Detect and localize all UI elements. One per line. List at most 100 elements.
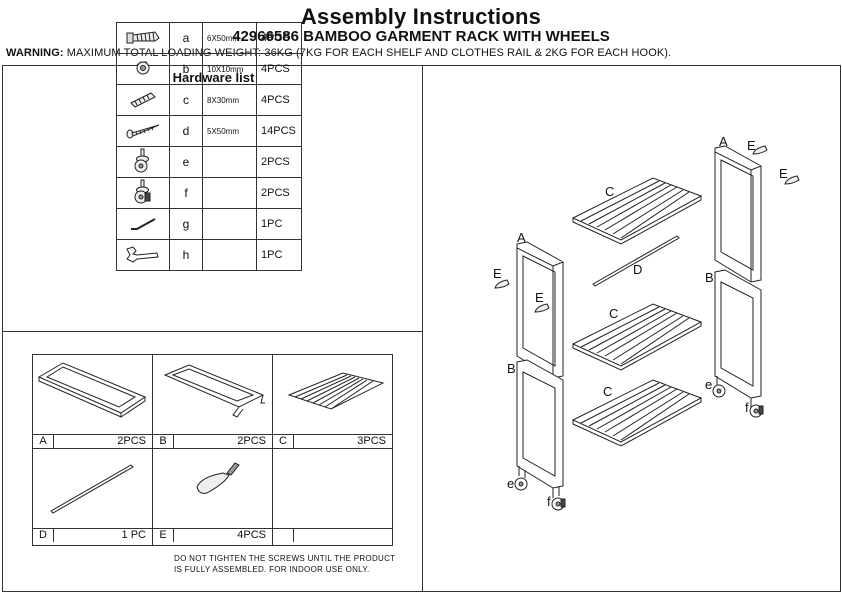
hardware-size	[202, 146, 257, 178]
hardware-qty: 1PC	[256, 239, 302, 271]
hardware-letter: a	[169, 22, 203, 54]
part-label-empty	[272, 528, 393, 546]
frame-a-right	[714, 145, 762, 283]
screw-icon	[116, 22, 170, 54]
part-letter: C	[273, 435, 294, 448]
part-cell-e	[152, 448, 273, 529]
hardware-size	[202, 239, 257, 271]
hardware-row: g 1PC	[116, 208, 302, 240]
caster-right-e	[712, 384, 726, 398]
part-letter: E	[153, 529, 174, 542]
part-qty: 2PCS	[237, 435, 266, 447]
part-cell-d	[32, 448, 153, 529]
part-cell-empty	[272, 448, 393, 529]
hook-left	[494, 279, 510, 289]
hardware-letter: e	[169, 146, 203, 178]
hardware-row: d 5X50mm 14PCS	[116, 115, 302, 147]
wood-screw-icon	[116, 115, 170, 147]
hardware-qty: 4PCS	[256, 22, 302, 54]
hook-middle	[534, 303, 550, 313]
label-e-middle: E	[535, 290, 544, 305]
warning-text: WARNING: MAXIMUM TOTAL LOADING WEIGHT: 3…	[6, 47, 671, 59]
hook-right-2	[784, 175, 800, 185]
part-label-b: B 2PCS	[152, 434, 273, 449]
clothes-rail	[592, 235, 680, 287]
page-title: Assembly Instructions	[300, 4, 542, 29]
allen-key-icon	[116, 208, 170, 240]
caster-left-e	[514, 477, 528, 491]
label-e-left: E	[493, 266, 502, 281]
hardware-row: c 8X30mm 4PCS	[116, 84, 302, 116]
hook-right-1	[752, 145, 768, 155]
hardware-size	[202, 208, 257, 240]
locking-caster-icon	[116, 177, 170, 209]
hardware-qty: 2PCS	[256, 146, 302, 178]
hardware-letter: f	[169, 177, 203, 209]
part-label-a: A 2PCS	[32, 434, 153, 449]
hardware-letter: d	[169, 115, 203, 147]
hardware-row: f 2PCS	[116, 177, 302, 209]
hardware-row: b 10X10mm 4PCS	[116, 53, 302, 85]
hardware-letter: h	[169, 239, 203, 271]
hardware-qty: 14PCS	[256, 115, 302, 147]
hardware-row: a 6X50mm 4PCS	[116, 22, 302, 54]
shelf-bottom	[571, 379, 703, 447]
part-label-e: E 4PCS	[152, 528, 273, 546]
hardware-table: a 6X50mm 4PCS b 10X10mm 4PCS c 8X30mm 4P…	[116, 22, 302, 271]
shelf-middle	[571, 303, 703, 371]
part-letter: D	[33, 529, 54, 542]
exploded-diagram: A A B B C C C D E E E E e f e f	[493, 134, 800, 511]
hardware-qty: 2PCS	[256, 177, 302, 209]
label-c-bottom: C	[603, 384, 612, 399]
hardware-letter: b	[169, 53, 203, 85]
hardware-row: h 1PC	[116, 239, 302, 271]
product-subtitle: 42966586 BAMBOO GARMENT RACK WITH WHEELS	[232, 28, 610, 45]
hardware-qty: 4PCS	[256, 84, 302, 116]
note-line: DO NOT TIGHTEN THE SCREWS UNTIL THE PROD…	[174, 554, 396, 563]
wrench-icon	[116, 239, 170, 271]
nut-icon	[116, 53, 170, 85]
label-a-right: A	[719, 134, 728, 149]
hardware-letter: c	[169, 84, 203, 116]
frame-b-left	[516, 359, 564, 498]
assembly-note: DO NOT TIGHTEN THE SCREWS UNTIL THE PROD…	[174, 553, 395, 575]
label-e-right-2: E	[779, 166, 788, 181]
label-a-left: A	[517, 230, 526, 245]
part-label-c: C 3PCS	[272, 434, 393, 449]
part-qty: 2PCS	[117, 435, 146, 447]
part-letter: A	[33, 435, 54, 448]
label-b-left: B	[507, 361, 516, 376]
part-cell-a	[32, 354, 153, 435]
label-caster-e-left: e	[507, 476, 514, 491]
label-caster-e-right: e	[705, 377, 712, 392]
hardware-letter: g	[169, 208, 203, 240]
part-letter: B	[153, 435, 174, 448]
label-d: D	[633, 262, 642, 277]
label-caster-f-right: f	[745, 400, 749, 415]
frame-b-right	[714, 269, 762, 408]
label-b-right: B	[705, 270, 714, 285]
part-cell-b	[152, 354, 273, 435]
hardware-size: 10X10mm	[202, 53, 257, 85]
label-c-middle: C	[609, 306, 618, 321]
hardware-size	[202, 177, 257, 209]
hardware-row: e 2PCS	[116, 146, 302, 178]
hardware-size: 8X30mm	[202, 84, 257, 116]
hardware-size: 6X50mm	[202, 22, 257, 54]
label-caster-f-left: f	[547, 494, 551, 509]
hardware-qty: 4PCS	[256, 53, 302, 85]
part-qty: 4PCS	[237, 529, 266, 541]
warning-label: WARNING:	[6, 47, 64, 59]
hardware-size: 5X50mm	[202, 115, 257, 147]
note-line: IS FULLY ASSEMBLED. FOR INDOOR USE ONLY.	[174, 565, 370, 574]
caster-left-f	[551, 497, 566, 511]
caster-icon	[116, 146, 170, 178]
label-c-top: C	[605, 184, 614, 199]
shelf-top	[571, 177, 703, 245]
hardware-qty: 1PC	[256, 208, 302, 240]
part-cell-c	[272, 354, 393, 435]
part-qty: 3PCS	[357, 435, 386, 447]
part-letter	[273, 529, 294, 542]
